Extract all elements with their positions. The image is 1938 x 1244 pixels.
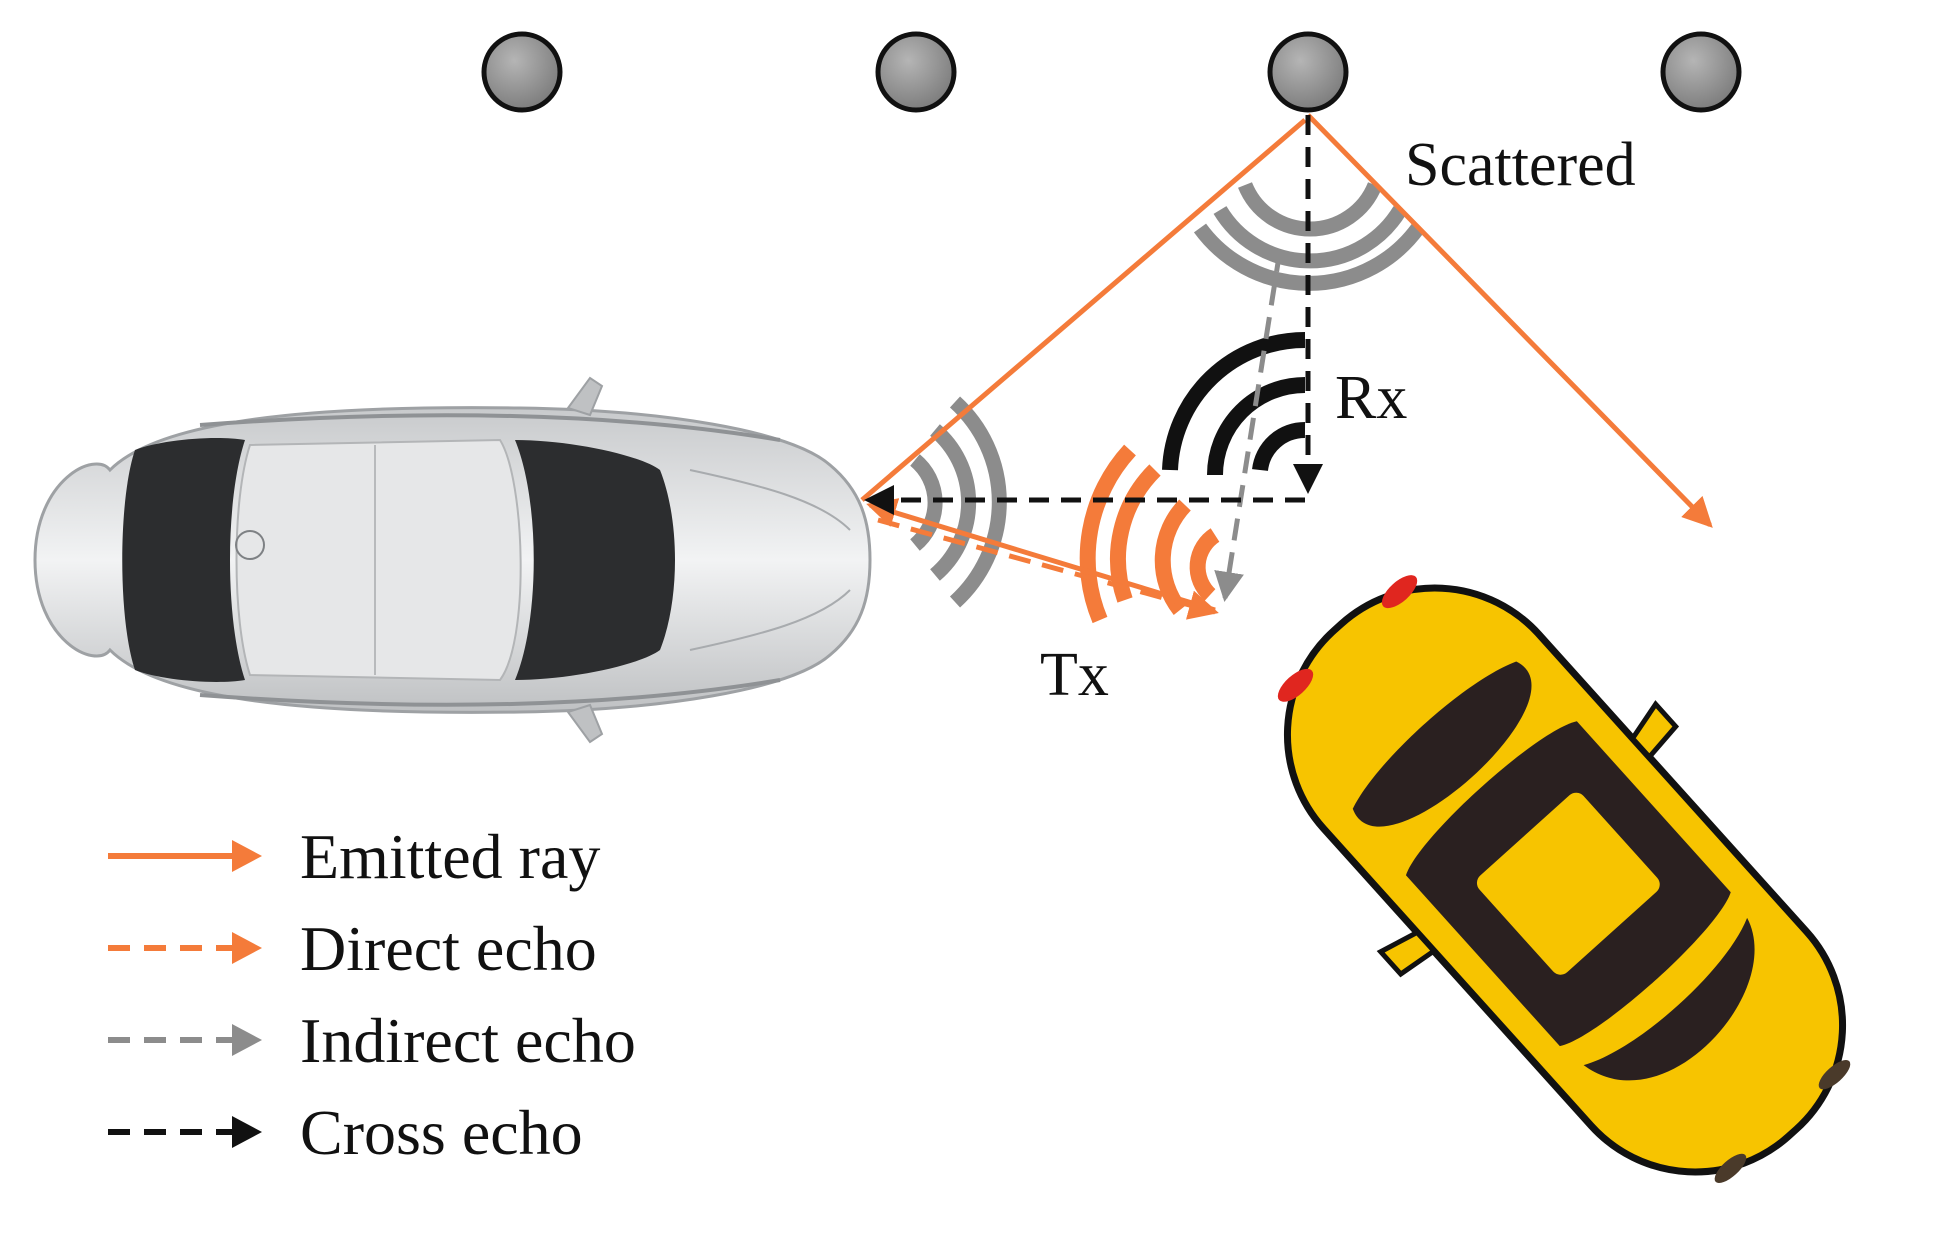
tx-label: Tx	[1040, 641, 1109, 709]
post-3	[1267, 31, 1349, 113]
emitted-ray-to-car	[866, 498, 1216, 613]
legend-label: Cross echo	[300, 1097, 583, 1168]
yellow-car	[1277, 575, 1851, 1184]
legend-label: Emitted ray	[300, 821, 600, 892]
scattered-label: Scattered	[1405, 131, 1636, 199]
posts	[481, 31, 1742, 113]
rx-wave-icon	[1162, 332, 1306, 476]
legend-item-direct: Direct echo	[108, 913, 597, 984]
post-4	[1660, 31, 1742, 113]
emitted-ray-to-post	[860, 118, 1307, 502]
post-1	[481, 31, 563, 113]
legend-label: Direct echo	[300, 913, 597, 984]
legend-item-emitted: Emitted ray	[108, 821, 600, 892]
silver-car-wave-icon	[909, 396, 1007, 608]
scattered-wave-icon	[1193, 182, 1425, 291]
indirect-echo-ray	[1214, 249, 1283, 602]
direct-echo-ray	[877, 517, 1219, 620]
scattered-ray	[1306, 113, 1713, 528]
rx-label: Rx	[1335, 364, 1407, 432]
legend-item-indirect: Indirect echo	[108, 1005, 636, 1076]
legend: Emitted ray Direct echo Indirect echo Cr…	[108, 821, 636, 1168]
rays	[860, 113, 1713, 620]
legend-label: Indirect echo	[300, 1005, 636, 1076]
silver-car	[33, 376, 872, 744]
post-2	[875, 31, 957, 113]
legend-item-cross: Cross echo	[108, 1097, 583, 1168]
